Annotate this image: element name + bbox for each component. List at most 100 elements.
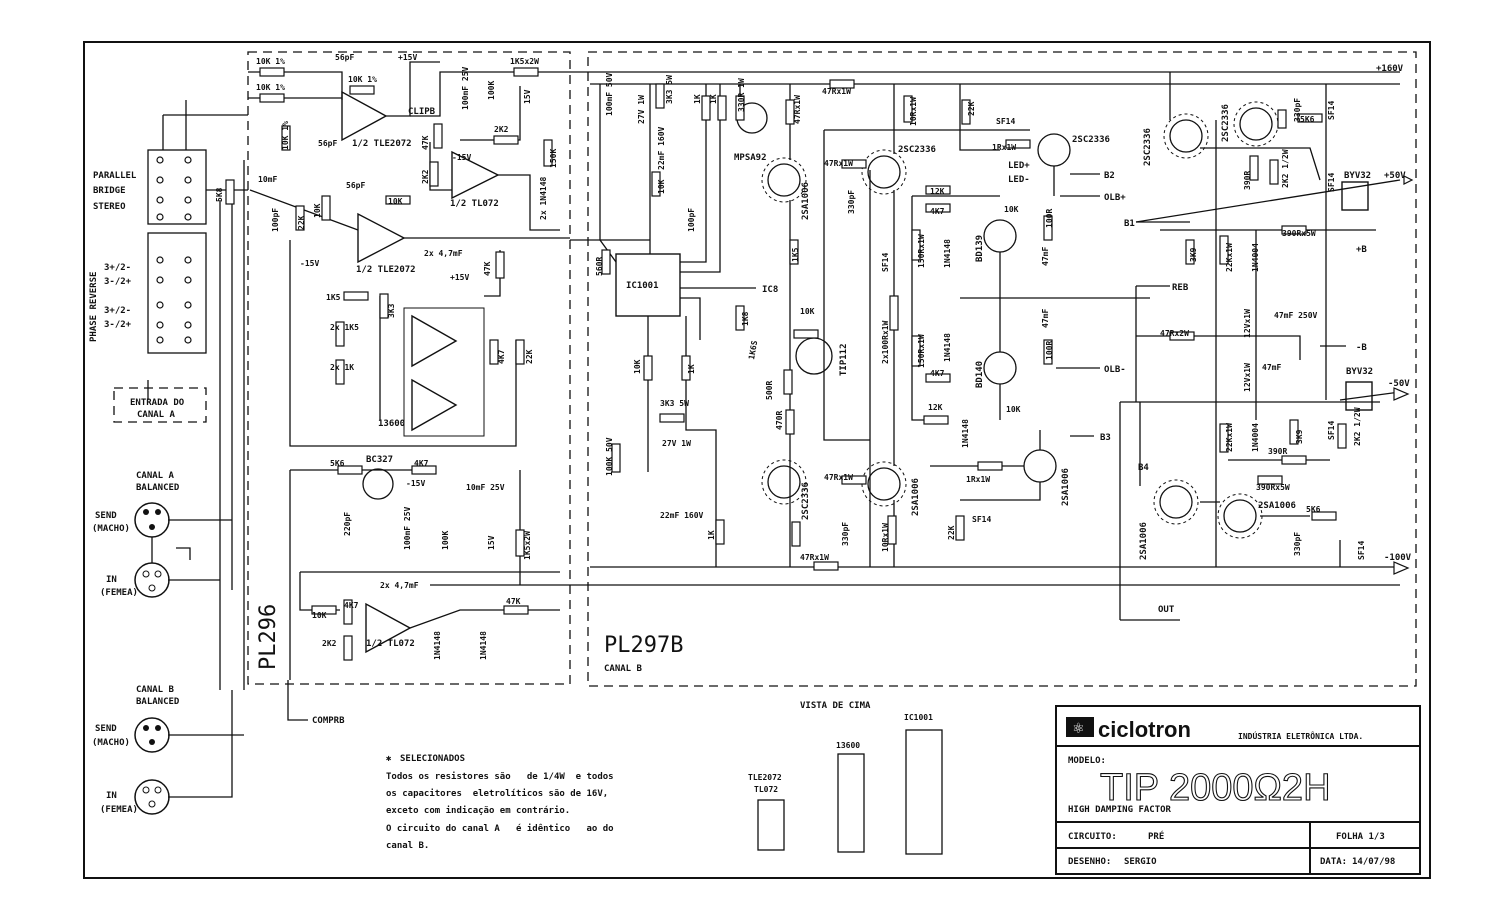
svg-text:470R: 470R (775, 411, 784, 430)
svg-text:390R: 390R (1243, 171, 1252, 190)
svg-text:1N4148: 1N4148 (943, 333, 952, 362)
svg-text:2x 1N4148: 2x 1N4148 (539, 176, 548, 220)
mode-switch (147, 100, 248, 690)
model-name: TIP 2000Ω2H (1100, 767, 1331, 809)
svg-text:LED-: LED- (1008, 175, 1030, 185)
in-b-femea: (FEMEA) (100, 805, 138, 815)
mpsa92-label: MPSA92 (734, 153, 767, 163)
data-value: 14/07/98 (1352, 857, 1395, 867)
svg-text:4K7: 4K7 (930, 369, 945, 378)
svg-text:B4: B4 (1138, 463, 1149, 473)
circuito-label: CIRCUITO: (1068, 832, 1117, 842)
svg-text:OLB+: OLB+ (1104, 193, 1126, 203)
modelo-label: MODELO: (1068, 756, 1106, 766)
svg-text:2SC2336: 2SC2336 (1221, 104, 1231, 142)
svg-text:SF14: SF14 (1357, 541, 1366, 560)
svg-text:47mF: 47mF (1041, 309, 1050, 328)
svg-text:1N4148: 1N4148 (961, 419, 970, 448)
send-b-label: SEND (95, 724, 117, 734)
circuito-value: PRÉ (1148, 830, 1164, 842)
svg-text:22Kx1W: 22Kx1W (1225, 423, 1234, 452)
svg-text:2x100Rx1W: 2x100Rx1W (881, 320, 890, 364)
svg-text:B1: B1 (1124, 219, 1135, 229)
brand-name: ciclotron (1098, 717, 1191, 742)
svg-text:47Rx1W: 47Rx1W (824, 473, 853, 482)
svg-text:2SC2336: 2SC2336 (801, 482, 811, 520)
svg-text:3K9: 3K9 (1295, 429, 1304, 444)
transistor-bc327 (362, 468, 394, 500)
phase-reverse-label: PHASE REVERSE (89, 272, 99, 342)
svg-text:SF14: SF14 (1327, 421, 1336, 440)
board-a-component-labels: 10K 1% 10K 1% 10K 1% 56pF 10K 1% 56pF +1… (215, 53, 558, 660)
svg-text:+160V: +160V (1376, 64, 1404, 74)
svg-text:560R: 560R (595, 257, 604, 276)
svg-text:2SA1006: 2SA1006 (911, 478, 921, 516)
svg-text:12Vx1W: 12Vx1W (1243, 363, 1252, 392)
xlr-send-b (134, 717, 170, 753)
svg-text:SF14: SF14 (881, 253, 890, 272)
svg-text:2K2 1/2W: 2K2 1/2W (1353, 407, 1362, 446)
svg-text:500R: 500R (765, 381, 774, 400)
svg-text:47K: 47K (483, 261, 492, 276)
svg-text:390Rx5W: 390Rx5W (1282, 229, 1316, 238)
svg-text:47mF 250V: 47mF 250V (1274, 311, 1318, 320)
svg-text:2x 4,7mF: 2x 4,7mF (380, 581, 419, 590)
board-a-label: PL296 (256, 604, 281, 670)
board-a-outline (247, 51, 571, 685)
desenho-label: DESENHO: (1068, 857, 1111, 867)
phase-pin-1: 3+/2- (104, 263, 131, 273)
svg-text:22K: 22K (947, 525, 956, 540)
svg-text:47Rx2W: 47Rx2W (1160, 329, 1189, 338)
svg-text:1K: 1K (687, 364, 696, 374)
svg-text:+15V: +15V (398, 53, 417, 62)
xlr-in-b (134, 779, 170, 815)
bc327-label: BC327 (366, 455, 393, 465)
board-b-component-labels: 560R 100mF 50V 27V 1W 3K3 5W 1K 1K 330R … (595, 72, 1373, 562)
data-label: DATA: (1320, 857, 1347, 867)
svg-text:10K 1%: 10K 1% (256, 83, 285, 92)
board-b-label: PL297B (604, 633, 683, 658)
byv32-bottom (1345, 381, 1373, 411)
svg-text:22mF 160V: 22mF 160V (657, 126, 666, 170)
output-transistors (736, 102, 1273, 533)
parallel-label: PARALLEL (93, 171, 137, 181)
in-b-label: IN (106, 791, 117, 801)
svg-text:10K: 10K (388, 197, 403, 206)
opamp-tl072-a (451, 150, 500, 200)
drawing-frame (83, 41, 1431, 879)
svg-text:2K2: 2K2 (322, 639, 337, 648)
svg-text:2SA1006: 2SA1006 (1061, 468, 1071, 506)
svg-text:100mF 25V: 100mF 25V (461, 66, 470, 110)
svg-text:2SA1006: 2SA1006 (1258, 501, 1296, 511)
svg-text:1Rx1W: 1Rx1W (992, 143, 1016, 152)
opamp-tl072-b (365, 602, 412, 654)
svg-text:47K: 47K (421, 135, 430, 150)
svg-text:2SC2336: 2SC2336 (898, 145, 936, 155)
svg-text:5K8: 5K8 (215, 187, 224, 202)
svg-text:1N4004: 1N4004 (1251, 423, 1260, 452)
svg-text:1N4148: 1N4148 (943, 239, 952, 268)
svg-text:1K5x2W: 1K5x2W (523, 531, 532, 560)
byv32-top (1341, 181, 1369, 211)
svg-text:100K 50V: 100K 50V (605, 437, 614, 476)
canal-b-balanced: BALANCED (136, 697, 180, 707)
model-subtitle: HIGH DAMPING FACTOR (1068, 805, 1172, 815)
svg-text:47Rx1W: 47Rx1W (800, 553, 829, 562)
svg-text:1N4004: 1N4004 (1251, 243, 1260, 272)
svg-text:10K 1%: 10K 1% (256, 57, 285, 66)
opamp-tle2072-b (357, 212, 406, 264)
pkg-ic1001-body (905, 729, 943, 855)
svg-text:1K6S: 1K6S (747, 340, 759, 361)
svg-text:3K3 5W: 3K3 5W (660, 399, 689, 408)
board-b-resistors (601, 79, 1347, 571)
svg-text:330pF: 330pF (847, 190, 856, 214)
svg-text:+B: +B (1356, 245, 1367, 255)
svg-text:2x 4,7mF: 2x 4,7mF (424, 249, 463, 258)
svg-text:OUT: OUT (1158, 605, 1175, 615)
canal-a-label: CANAL A (136, 471, 175, 481)
svg-text:1K: 1K (693, 94, 702, 104)
folha-value: FOLHA 1/3 (1336, 832, 1385, 842)
svg-text:47Rx1W: 47Rx1W (793, 95, 802, 124)
ic1001-label: IC1001 (626, 281, 659, 291)
